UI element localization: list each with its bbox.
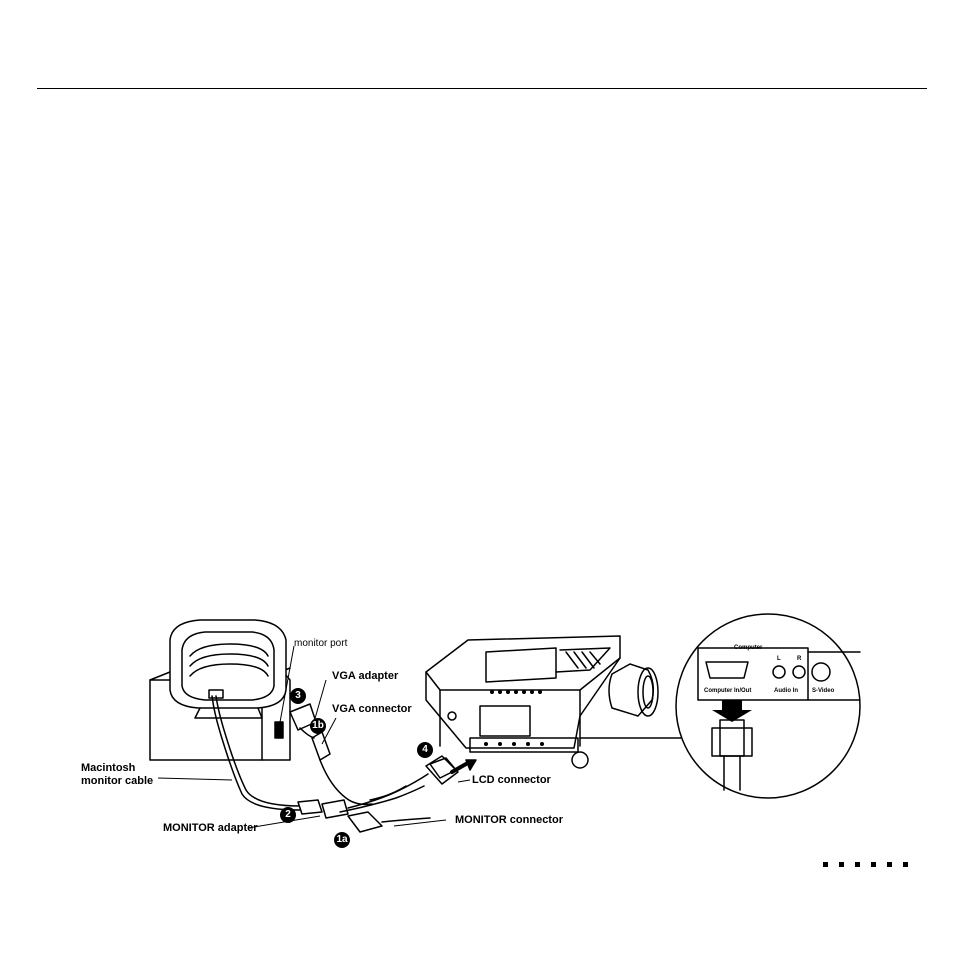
monitor-port-label: monitor port: [294, 638, 348, 649]
macintosh-computer-icon: [149, 619, 291, 761]
panel-s-video: S-Video: [812, 688, 835, 694]
continuation-dots: [823, 862, 908, 867]
projector-icon: [425, 635, 659, 769]
step-marker-1a: 1a: [334, 832, 350, 848]
step-marker-4: 4: [417, 742, 433, 758]
macintosh-cable-label-line1: Macintosh: [81, 762, 136, 774]
header-rule: [37, 88, 927, 89]
vga-adapter-label: VGA adapter: [332, 670, 399, 682]
dot: [887, 862, 892, 867]
panel-computer-title: Computer: [734, 645, 763, 651]
panel-audio-in: Audio In: [774, 688, 798, 694]
dot: [823, 862, 828, 867]
step-marker-2: 2: [280, 807, 296, 823]
dot: [839, 862, 844, 867]
monitor-connector-label: MONITOR connector: [455, 814, 563, 826]
dot: [855, 862, 860, 867]
vga-connector-label: VGA connector: [332, 703, 412, 715]
dot: [871, 862, 876, 867]
macintosh-cable-label-line2: monitor cable: [81, 775, 154, 787]
panel-audio-r: R: [797, 656, 802, 662]
insert-arrow-icon: [712, 700, 752, 722]
dot: [903, 862, 908, 867]
panel-audio-l: L: [777, 656, 781, 662]
lcd-connector-label: LCD connector: [472, 774, 551, 786]
step-marker-3: 3: [290, 688, 306, 704]
panel-computer-in-out: Computer In/Out: [704, 688, 752, 694]
monitor-adapter-label: MONITOR adapter: [163, 822, 258, 834]
step-marker-1b: 1b: [310, 718, 326, 734]
